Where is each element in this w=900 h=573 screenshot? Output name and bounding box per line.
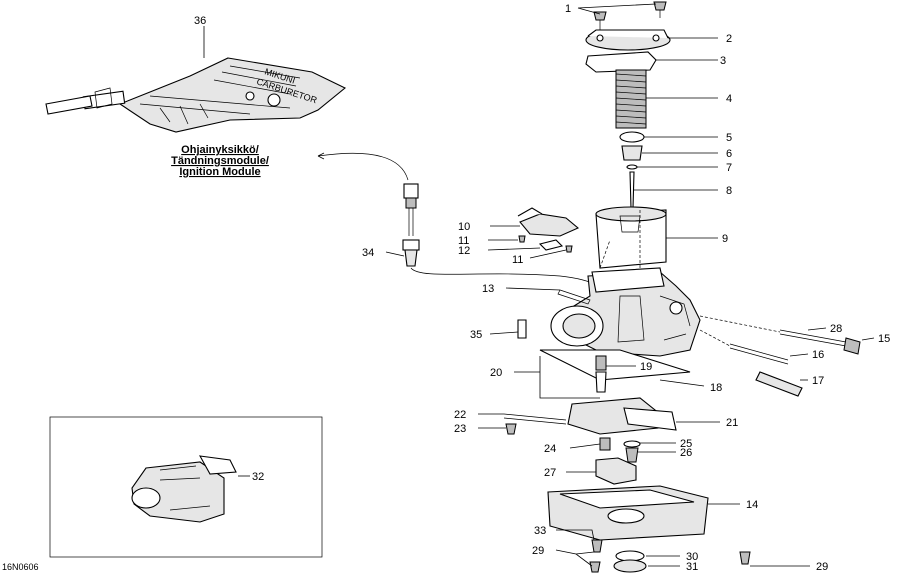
part-22-float-pin — [503, 413, 567, 425]
part-23-screw — [505, 423, 517, 435]
part-21-float — [567, 397, 677, 435]
callout-17: 17 — [812, 375, 824, 387]
part-9-throttle-slide — [595, 206, 667, 269]
part-15-screw — [843, 337, 861, 355]
inset-frame — [49, 416, 323, 558]
callout-29-right: 29 — [816, 561, 828, 573]
part-31-plug — [613, 559, 647, 573]
callout-21: 21 — [726, 417, 738, 429]
part-11-screw-a — [518, 235, 526, 243]
part-25-washer — [623, 440, 641, 448]
leader-lines — [203, 3, 875, 567]
callout-13: 13 — [482, 283, 494, 295]
part-19-jet — [595, 355, 607, 371]
part-24-needle-valve — [599, 437, 611, 451]
callout-16: 16 — [812, 349, 824, 361]
callout-12: 12 — [458, 245, 470, 257]
callout-20: 20 — [490, 367, 502, 379]
part-13-air-screw — [557, 289, 591, 305]
callout-31: 31 — [686, 561, 698, 573]
callout-25: 25 — [680, 438, 692, 450]
part-27-holder — [595, 457, 637, 485]
callout-19: 19 — [640, 361, 652, 373]
callout-11-lower: 11 — [512, 254, 523, 266]
part-11-screw-b — [565, 245, 573, 253]
part-3-gasket — [585, 51, 657, 73]
callout-2: 2 — [726, 33, 732, 45]
callout-29-left: 29 — [532, 545, 544, 557]
part-29-screw-left — [589, 561, 601, 573]
callout-11-upper: 11 — [458, 235, 469, 247]
part-36-cable-tool: MIKUNI CARBURETOR — [45, 57, 347, 133]
callout-30: 30 — [686, 551, 698, 563]
part-18-float-gasket — [539, 349, 691, 381]
part-32-assembled-carburetor — [131, 455, 237, 523]
callout-34: 34 — [362, 247, 374, 259]
callout-5: 5 — [726, 132, 732, 144]
callout-3: 3 — [720, 55, 726, 67]
callout-7: 7 — [726, 162, 732, 174]
part-16-spring — [729, 343, 789, 365]
part-33-drain-screw — [591, 539, 603, 553]
callout-1: 1 — [565, 3, 571, 15]
part-1-screws — [593, 1, 667, 30]
part-5-retainer — [619, 131, 645, 143]
callout-28: 28 — [830, 323, 842, 335]
callout-26: 26 — [680, 447, 692, 459]
callout-27: 27 — [544, 467, 556, 479]
part-28-pilot-screw — [779, 329, 847, 347]
callout-18: 18 — [710, 382, 722, 394]
part-29-screw-right — [739, 551, 751, 565]
part-4-spring — [615, 69, 647, 129]
part-8-needle — [629, 171, 635, 209]
callout-14: 14 — [746, 499, 758, 511]
callout-36: 36 — [194, 15, 206, 27]
callout-23: 23 — [454, 423, 466, 435]
part-10-lever-plate — [517, 207, 580, 237]
callout-numbers: 1 2 3 4 5 6 7 8 9 10 11 11 12 13 14 15 1… — [194, 3, 890, 573]
module-label-line-3: Ignition Module — [179, 166, 260, 178]
ignition-module-label: Ohjainyksikkö/ Tändningsmodule/ Ignition… — [171, 144, 269, 178]
callout-15: 15 — [878, 333, 890, 345]
part-17-idle-screw — [755, 371, 803, 397]
module-label-line-1: Ohjainyksikkö/ — [181, 144, 259, 156]
callout-9: 9 — [722, 233, 728, 245]
callout-32: 32 — [252, 471, 264, 483]
part-6-holder — [621, 145, 643, 161]
callout-8: 8 — [726, 185, 732, 197]
callout-33: 33 — [534, 525, 546, 537]
drawing-code: 16N0606 — [2, 562, 39, 572]
callout-24: 24 — [544, 443, 556, 455]
callout-10: 10 — [458, 221, 470, 233]
ignition-wire — [317, 152, 619, 301]
part-7-clip — [626, 164, 638, 170]
part-35-fitting — [517, 319, 527, 339]
callout-4: 4 — [726, 93, 732, 105]
module-label-line-2: Tändningsmodule/ — [171, 155, 269, 167]
part-26-jet — [625, 447, 639, 463]
callout-22: 22 — [454, 409, 466, 421]
callout-6: 6 — [726, 148, 732, 160]
callout-35: 35 — [470, 329, 482, 341]
part-14-float-bowl — [547, 485, 709, 541]
carburetor-body — [550, 210, 701, 357]
part-12-plate — [538, 239, 564, 251]
part-2-cap — [585, 29, 671, 51]
